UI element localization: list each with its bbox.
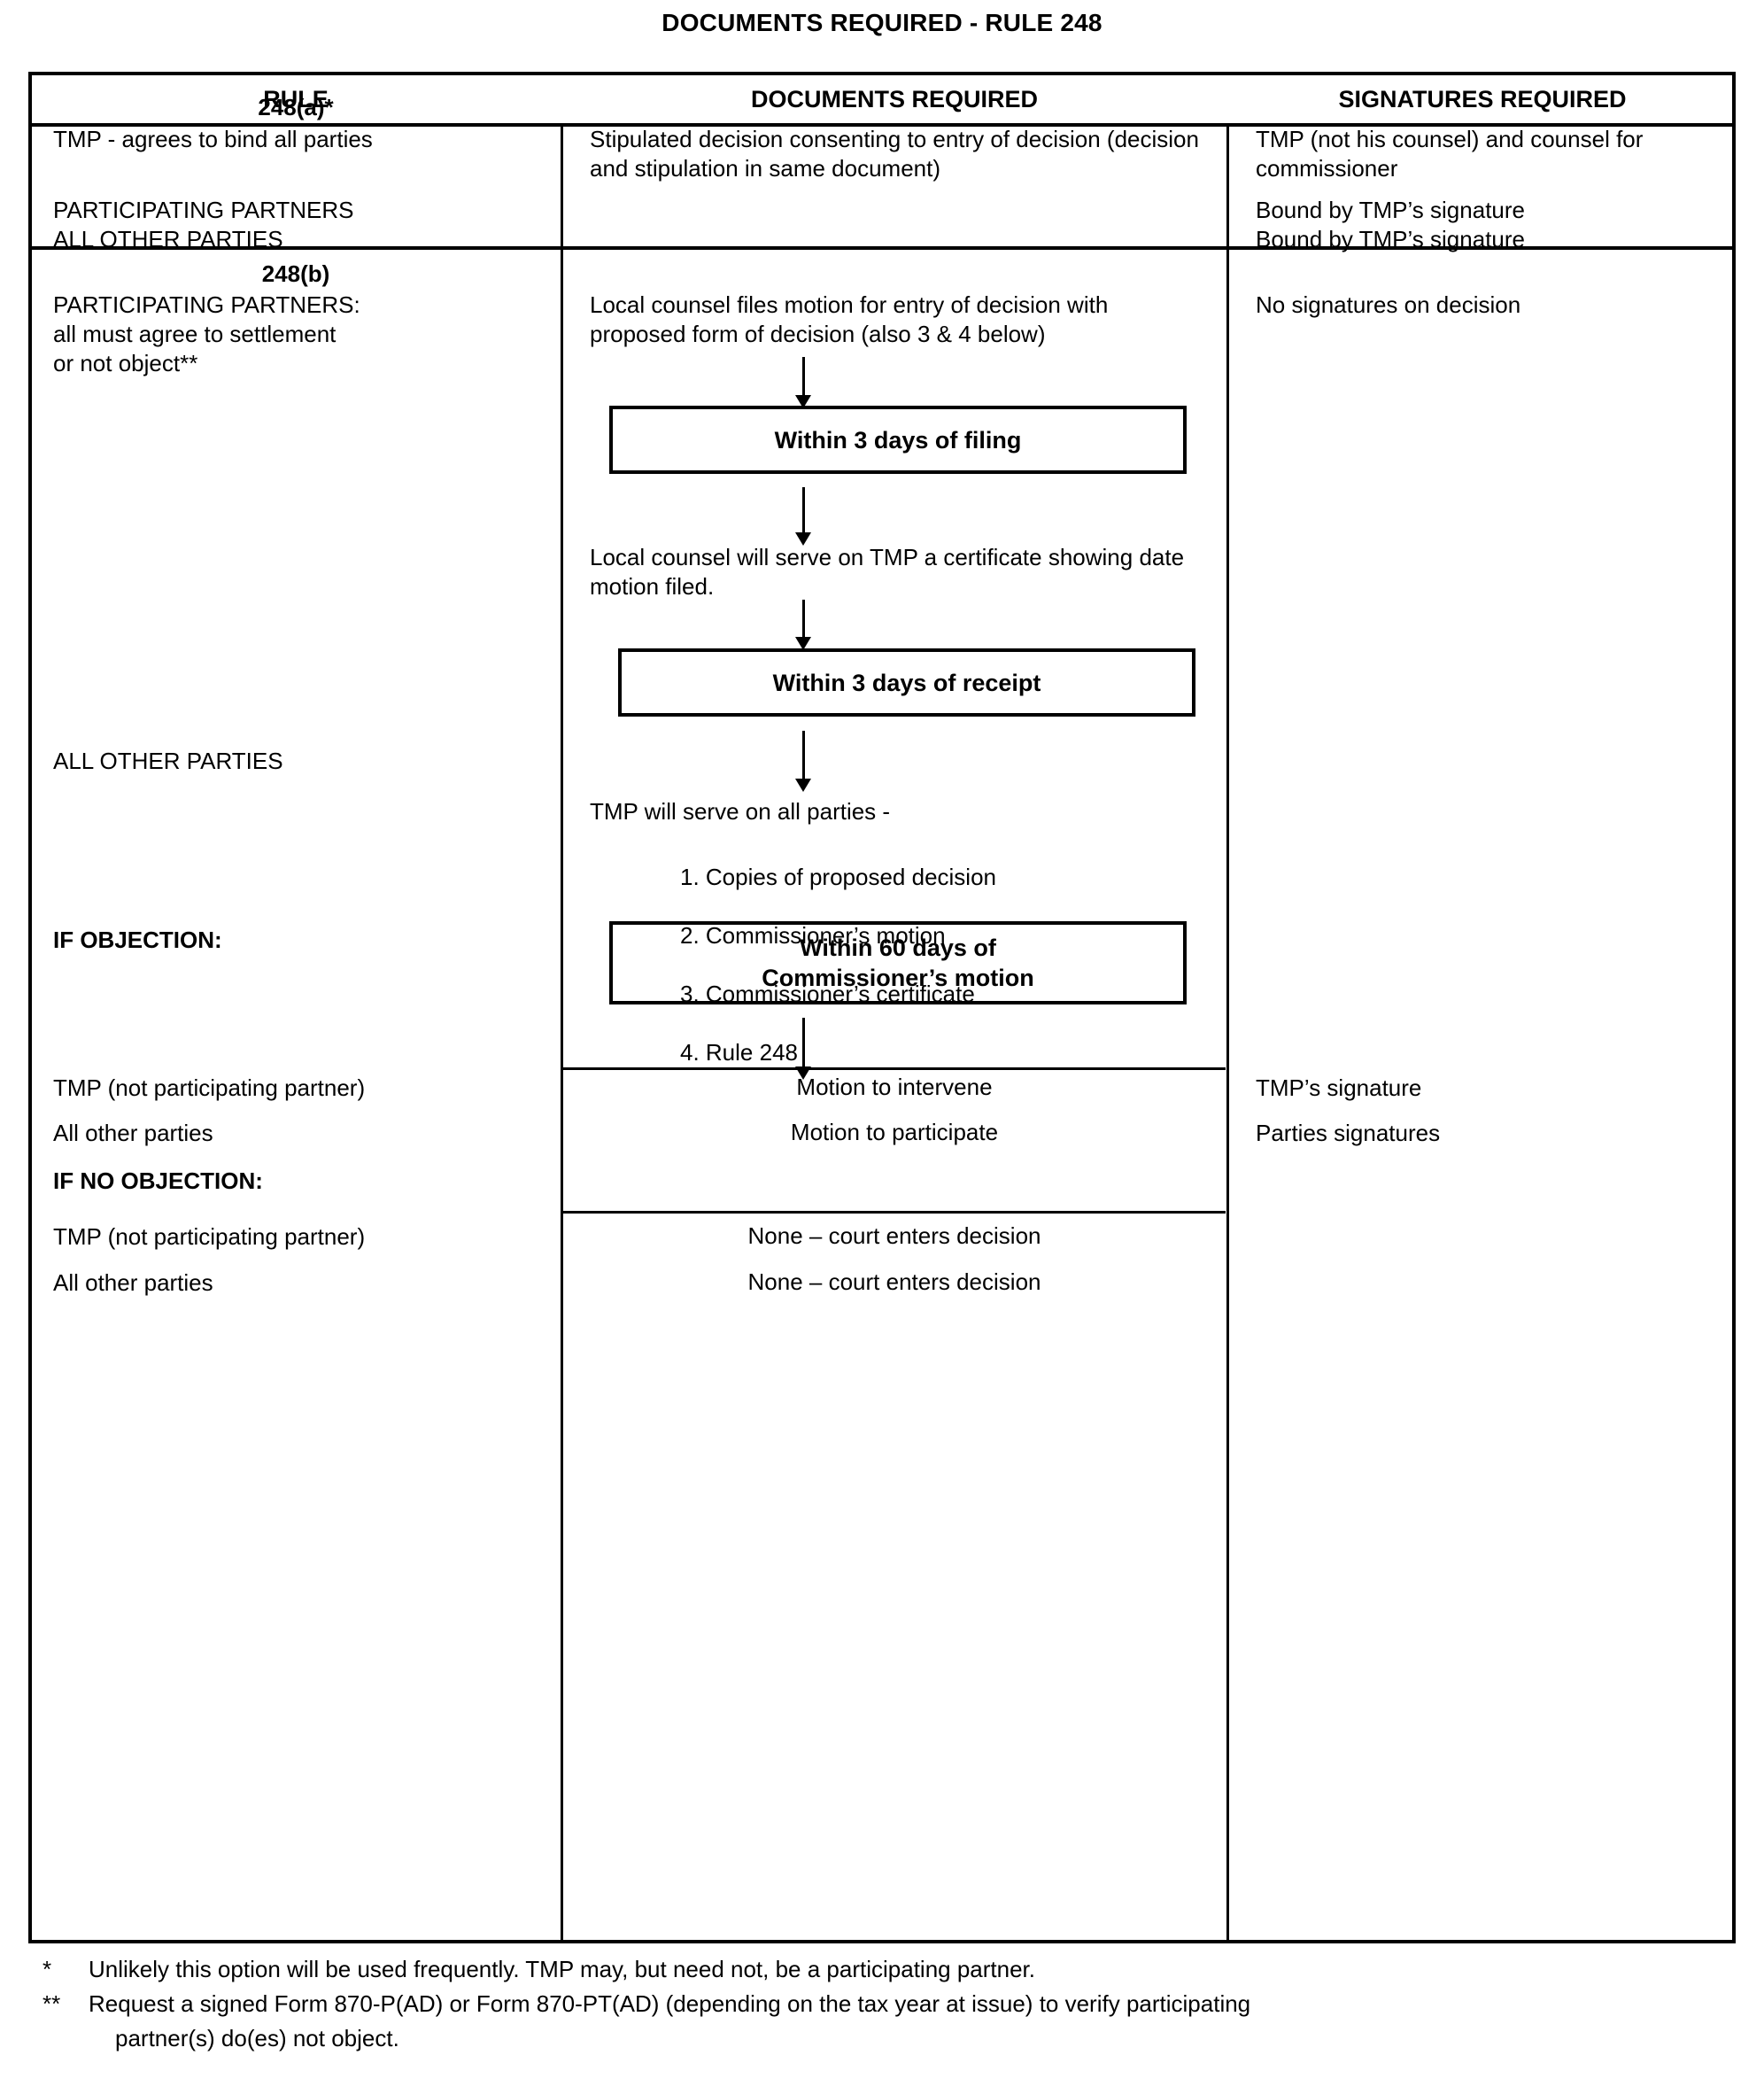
rule-248b-all-other-parties: ALL OTHER PARTIES: [53, 748, 283, 774]
list-item: 2. Commissioner’s motion: [680, 922, 946, 949]
flow-box-2-label: Within 3 days of receipt: [772, 669, 1041, 696]
column-header-signatures: SIGNATURES REQUIRED: [1338, 86, 1627, 112]
flow-step-2-text: Local counsel will serve on TMP a certif…: [590, 544, 1185, 600]
footnotes: * Unlikely this option will be used freq…: [43, 1952, 1725, 2056]
rule-248b-all-other-parties-3: All other parties: [53, 1269, 213, 1296]
signatures-248b-no-signatures: No signatures on decision: [1256, 291, 1521, 318]
signatures-248a-bound-block: Bound by TMP’s signature Bound by TMP’s …: [1256, 197, 1525, 252]
column-divider-1: [561, 127, 563, 1940]
rule-248a-tmp-line: TMP - agrees to bind all parties: [53, 126, 373, 152]
flow-step-1-text: Local counsel files motion for entry of …: [590, 291, 1109, 347]
footnote-mark-2: **: [43, 1990, 61, 2017]
rule-248b-if-objection-label: IF OBJECTION:: [53, 927, 222, 953]
footnote-text-2-line1: Request a signed Form 870-P(AD) or Form …: [89, 1990, 1251, 2017]
footnote-single-asterisk: * Unlikely this option will be used freq…: [43, 1952, 1725, 1987]
flow-arrow-1-icon: [795, 357, 811, 408]
flow-step-3-text: TMP will serve on all parties -: [590, 798, 891, 825]
rule-248a-parties-block: PARTICIPATING PARTNERS ALL OTHER PARTIES: [53, 197, 354, 252]
flow-box-within-60-days: Within 60 days of Commissioner’s motion: [609, 921, 1187, 1004]
documents-248a-text: Stipulated decision consenting to entry …: [590, 126, 1199, 182]
flow-box-within-3-days-receipt: Within 3 days of receipt: [618, 648, 1195, 717]
rule-248b-tmp-not-participating-2: TMP (not participating partner): [53, 1223, 366, 1250]
signatures-248a-tmp-counsel: TMP (not his counsel) and counsel for co…: [1256, 126, 1644, 182]
no-objection-parties-text: None – court enters decision: [747, 1268, 1041, 1295]
objection-block-top-divider: [563, 1067, 1226, 1070]
rule-248b-participating-partners-block: PARTICIPATING PARTNERS: all must agree t…: [53, 291, 360, 376]
flow-arrow-3-icon: [795, 600, 811, 650]
motion-to-intervene-text: Motion to intervene: [796, 1074, 993, 1100]
signatures-248b-parties-signatures: Parties signatures: [1256, 1120, 1441, 1146]
list-item: 4. Rule 248: [680, 1039, 798, 1066]
flow-arrow-2-icon: [795, 487, 811, 546]
documents-required-table: RULE DOCUMENTS REQUIRED SIGNATURES REQUI…: [28, 72, 1736, 1943]
rule-248b-if-no-objection-label: IF NO OBJECTION:: [53, 1167, 263, 1194]
motion-to-participate-text: Motion to participate: [790, 1119, 999, 1145]
row-divider: [32, 246, 1732, 250]
objection-block-bottom-divider: [563, 1211, 1226, 1214]
footnote-text-2-line2: partner(s) do(es) not object.: [115, 2025, 399, 2051]
flow-arrow-5-icon: [795, 1018, 811, 1080]
flow-box-3-line1: Within 60 days of: [800, 935, 996, 961]
rule-248b-tmp-not-participating: TMP (not participating partner): [53, 1074, 366, 1101]
rule-248a-heading: 248(a)*: [258, 94, 334, 120]
rule-248b-heading: 248(b): [261, 260, 330, 287]
table-header-row: RULE DOCUMENTS REQUIRED SIGNATURES REQUI…: [32, 75, 1732, 127]
footnote-double-asterisk: ** Request a signed Form 870-P(AD) or Fo…: [43, 1987, 1725, 2056]
footnote-mark-1: *: [43, 1956, 52, 1982]
flow-box-3-line2: Commissioner’s motion: [762, 965, 1034, 991]
flow-box-1-label: Within 3 days of filing: [774, 426, 1022, 454]
flow-serve-list: 1. Copies of proposed decision 2. Commis…: [680, 834, 1211, 1097]
footnote-text-1: Unlikely this option will be used freque…: [89, 1956, 1036, 1982]
signatures-248b-tmp-signature: TMP’s signature: [1256, 1074, 1422, 1101]
column-header-documents: DOCUMENTS REQUIRED: [750, 86, 1038, 112]
flow-arrow-4-icon: [795, 731, 811, 792]
flow-box-within-3-days-filing: Within 3 days of filing: [609, 406, 1187, 474]
rule-248b-all-other-parties-2: All other parties: [53, 1120, 213, 1146]
page-title: DOCUMENTS REQUIRED - RULE 248: [662, 9, 1102, 36]
no-objection-tmp-text: None – court enters decision: [747, 1222, 1041, 1249]
list-item: 1. Copies of proposed decision: [680, 864, 997, 890]
column-divider-2: [1226, 127, 1229, 1940]
column-header-rule: RULE: [263, 86, 329, 112]
